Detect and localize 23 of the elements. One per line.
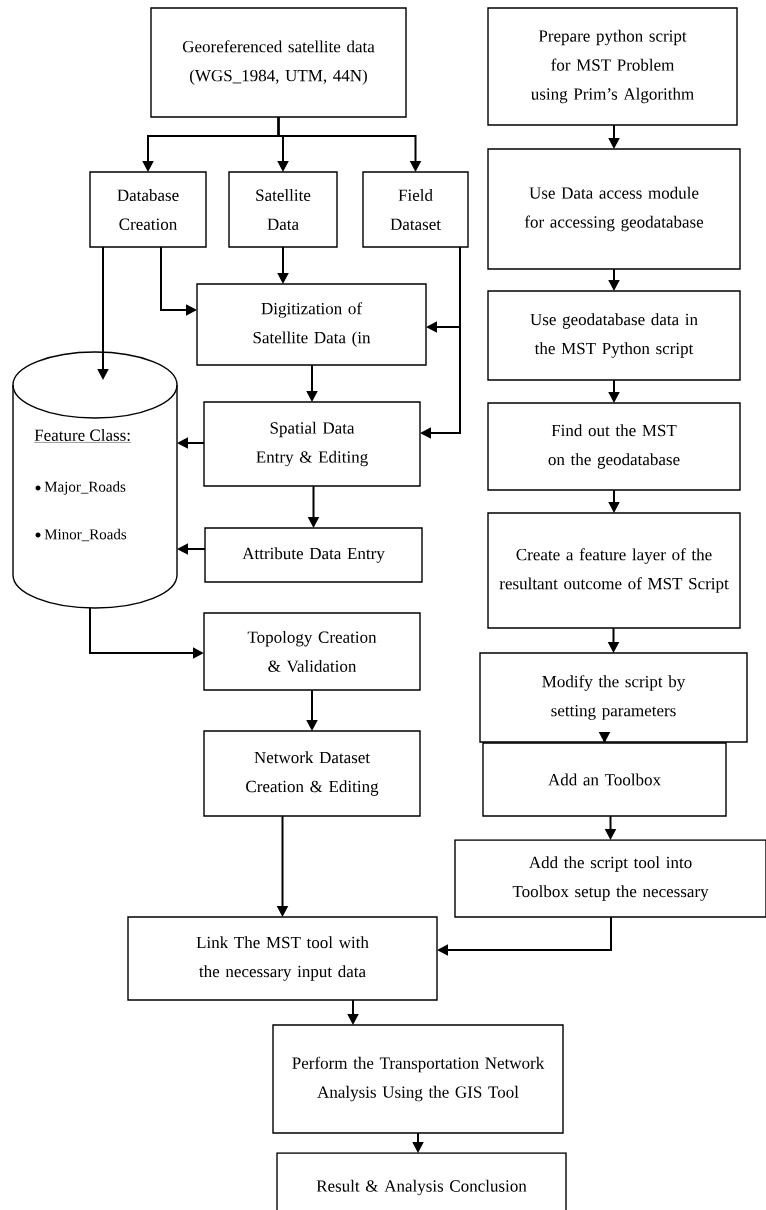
list-item: Minor_Roads (35, 528, 127, 542)
process-box: Topology Creation & Validation (203, 612, 421, 691)
list-item: Major_Roads (35, 481, 126, 495)
process-box: Use Data access module for accessing geodatabase (487, 148, 741, 270)
process-box: Georeferenced satellite data (WGS_1984, UTM, 44N) (150, 7, 407, 118)
heading: Feature Class: (34, 429, 132, 443)
process-box: Prepare python script for MST Problem using Prim’s Algorithm (487, 7, 738, 126)
process-box: Modify the script by setting parameters (479, 652, 748, 743)
process-box: Attribute Data Entry (204, 527, 423, 583)
process-box: Satellite Data (228, 171, 338, 248)
process-box: Digitization of Satellite Data (in (196, 283, 427, 366)
process-box: Field Dataset (362, 171, 469, 248)
process-box: Add an Toolbox (482, 742, 727, 817)
process-box: Database Creation (89, 171, 207, 248)
process-box: Network Dataset Creation & Editing (203, 730, 421, 817)
process-box: Find out the MST on the geodatabase (487, 402, 741, 491)
process-box: Link The MST tool with the necessary input data (127, 916, 438, 1001)
process-box: Perform the Transportation Network Analysis Using the GIS Tool (272, 1024, 564, 1134)
process-box: Result & Analysis Conclusion (276, 1152, 567, 1210)
process-box: Use geodatabase data in the MST Python script (487, 290, 741, 381)
process-box: Spatial Data Entry & Editing (203, 401, 421, 487)
process-box: Add the script tool into Toolbox setup the necessary (454, 839, 766, 918)
process-box: Create a feature layer of the resultant outcome of MST Script (487, 512, 741, 629)
